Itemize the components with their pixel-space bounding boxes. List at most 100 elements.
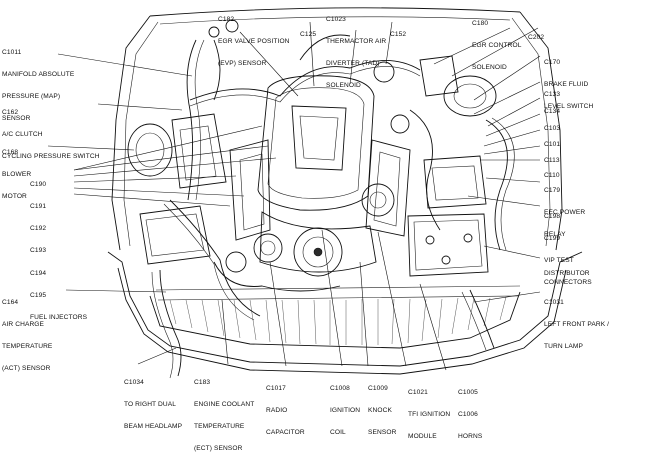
label-c162-ac-clutch-switch: C162 A/C CLUTCH CYCLING PRESSURE SWITCH [2, 94, 100, 168]
label-line: EGR CONTROL [472, 42, 522, 50]
connector-id: C195 [30, 291, 47, 299]
label-c1021-tfi-module: C1021 TFI IGNITION MODULE [408, 374, 450, 448]
label-c1023-tad-solenoid: C1023 THERMACTOR AIR DIVERTER (TAD) SOLE… [326, 1, 386, 97]
label-line: SOLENOID [326, 82, 361, 90]
label-c125: C125 [300, 16, 316, 46]
label-line: TURN LAMP [544, 343, 584, 351]
label-c183-ect-sensor: C183 ENGINE COOLANT TEMPERATURE (ECT) SE… [194, 364, 254, 460]
connector-id: C164 [2, 298, 19, 306]
label-c190-fuel-injectors: C190 C191 C192 C193 C194 C195 FUEL INJEC… [30, 166, 87, 329]
connector-id: C134 [544, 107, 561, 115]
connector-id: C170 [544, 58, 561, 66]
label-line: CYCLING PRESSURE SWITCH [2, 153, 100, 161]
left-components [127, 19, 239, 265]
label-line: KNOCK [368, 407, 392, 415]
label-line: BLOWER [2, 171, 32, 179]
label-line: SENSOR [368, 429, 397, 437]
connector-id: C180 [472, 19, 489, 27]
label-line: SOLENOID [472, 64, 507, 72]
label-line: VIP TEST [544, 257, 574, 265]
connector-id: C1031 [544, 298, 564, 306]
label-c168-blower-motor: C168 BLOWER MOTOR [2, 134, 31, 208]
label-c170-brake-fluid-switch: C170 BRAKE FLUID LEVEL SWITCH [544, 44, 593, 118]
label-line: TFI IGNITION [408, 411, 451, 419]
connector-id: C191 [30, 203, 47, 211]
connector-id: C193 [30, 247, 47, 255]
connector-id: C198 [544, 212, 561, 220]
connector-id: C1006 [458, 411, 478, 419]
connector-id: C113 [544, 156, 560, 164]
connector-id: C1011 [2, 48, 22, 56]
label-c103: C103 [544, 110, 560, 140]
connector-id: C1021 [408, 388, 428, 396]
connector-id: C192 [30, 225, 47, 233]
connector-id: C168 [2, 148, 19, 156]
label-line: LEVEL SWITCH [544, 103, 594, 111]
label-c164-act-sensor: C164 AIR CHARGE TEMPERATURE (ACT) SENSOR [2, 284, 52, 380]
label-c1008-ignition-coil: C1008 IGNITION COIL [330, 370, 360, 444]
label-c152: C152 [390, 16, 406, 46]
label-line: IGNITION [330, 407, 361, 415]
label-line: COIL [330, 429, 346, 437]
wiring-harness [151, 34, 495, 379]
label-line: HORNS [458, 433, 483, 441]
vehicle-body-outline [107, 7, 583, 375]
label-line: ENGINE COOLANT [194, 401, 255, 409]
label-line: CAPACITOR [266, 429, 305, 437]
connector-id: C152 [390, 30, 407, 38]
connector-id: C1023 [326, 15, 346, 23]
connector-id: C133 [544, 90, 561, 98]
leader-lines [47, 21, 541, 371]
label-line: FUEL INJECTORS [30, 314, 88, 322]
label-c179-eec-power-relay: C179 EEC POWER RELAY [544, 172, 585, 246]
radiator-support [149, 285, 521, 349]
connector-id: C182 [218, 15, 235, 23]
label-distributor: DISTRIBUTOR [544, 255, 590, 285]
label-c1034-rh-headlamp: C1034 TO RIGHT DUAL BEAM HEADLAMP [124, 364, 182, 438]
connector-id: C1009 [368, 384, 388, 392]
label-line: (EVP) SENSOR [218, 60, 267, 68]
label-line: MANIFOLD ABSOLUTE [2, 71, 75, 79]
label-c101: C101 [544, 126, 560, 156]
label-line: RELAY [544, 231, 566, 239]
connector-id: C1034 [124, 378, 144, 386]
label-line: EGR VALVE POSITION [218, 38, 290, 46]
connector-id: C1008 [330, 384, 350, 392]
label-line: (ACT) SENSOR [2, 365, 51, 373]
label-line: MOTOR [2, 193, 27, 201]
connector-id: C202 [528, 33, 545, 41]
connector-id: C162 [2, 108, 19, 116]
connector-id: C190 [30, 180, 47, 188]
label-line: BRAKE FLUID [544, 81, 589, 89]
engine-compartment-diagram [47, 7, 583, 379]
label-c113: C113 [544, 142, 560, 172]
connector-id: C179 [544, 186, 561, 194]
connector-id: C103 [544, 124, 561, 132]
label-line: AIR CHARGE [2, 321, 45, 329]
label-c1017-radio-capacitor: C1017 RADIO CAPACITOR [266, 370, 305, 444]
label-c182-evp-sensor: C182 EGR VALVE POSITION (EVP) SENSOR [218, 1, 290, 75]
label-line: MODULE [408, 433, 437, 441]
label-line: BEAM HEADLAMP [124, 423, 183, 431]
connector-id: C199 [544, 235, 561, 243]
label-c133: C133 [544, 76, 560, 106]
right-components [373, 55, 515, 277]
label-line: SENSOR [2, 115, 31, 123]
connector-id: C1005 [458, 388, 478, 396]
label-c1031-lh-park-turn-lamp: C1031 LEFT FRONT PARK / TURN LAMP [544, 284, 609, 358]
connector-id: C125 [300, 30, 317, 38]
label-line: LEFT FRONT PARK / [544, 321, 610, 329]
label-c202: C202 [528, 19, 544, 49]
label-line: PRESSURE (MAP) [2, 93, 61, 101]
label-c1005-horns: C1005 C1006 HORNS [458, 374, 482, 448]
label-line: THERMACTOR AIR [326, 38, 387, 46]
label-c198-vip-test-connectors: C198 C199 VIP TEST CONNECTORS [544, 198, 592, 294]
label-line: CONNECTORS [544, 279, 592, 287]
label-c134: C134 [544, 93, 560, 123]
connector-id: C183 [194, 378, 211, 386]
label-line: (ECT) SENSOR [194, 445, 243, 453]
label-line: TEMPERATURE [2, 343, 53, 351]
label-c110: C110 [544, 157, 560, 187]
label-line: EEC POWER [544, 209, 586, 217]
label-c180-egr-solenoid: C180 EGR CONTROL SOLENOID [472, 5, 521, 79]
